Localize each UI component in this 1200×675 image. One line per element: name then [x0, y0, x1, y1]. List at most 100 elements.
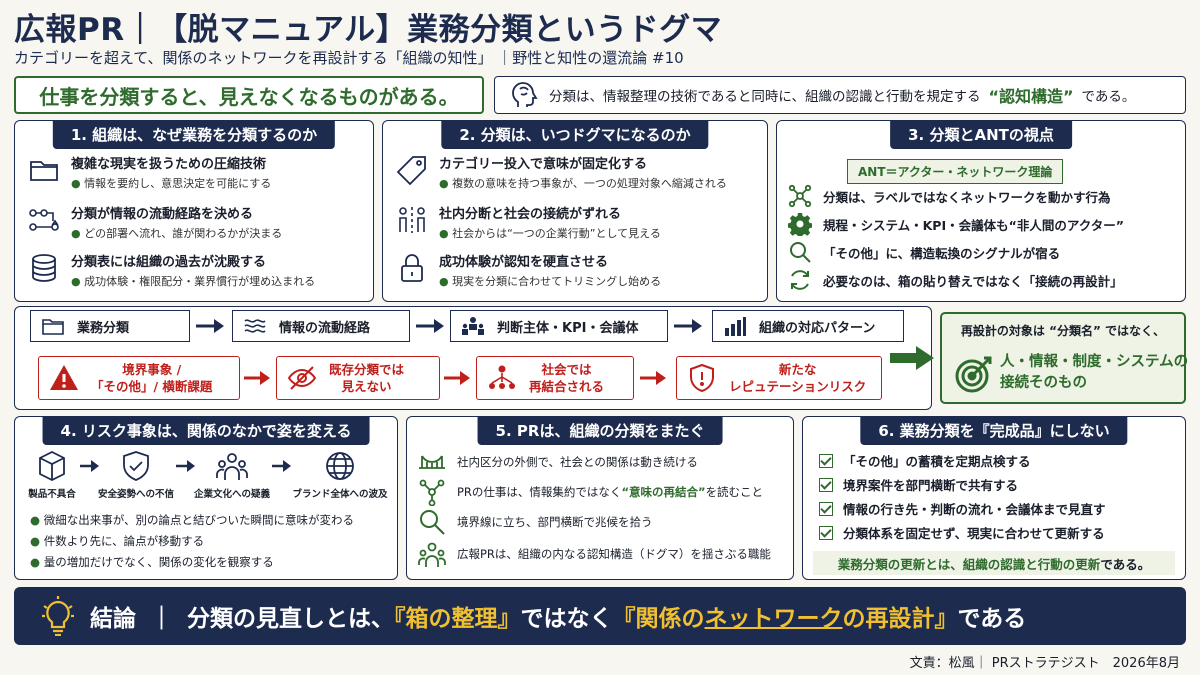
flow-step: 組織の対応パターン: [712, 310, 904, 342]
section-5-panel: 5. PRは、組織の分類をまたぐ 社内区分の外側で、社会との関係は動き続ける P…: [406, 416, 794, 580]
risk-bullet: ● 件数より先に、論点が移動する: [30, 534, 205, 548]
ant-item: 分類は、ラベルではなくネットワークを動かす行為: [787, 183, 1111, 209]
item-head: 社内分断と社会の接続がずれる: [439, 207, 622, 222]
group-icon: [216, 453, 248, 480]
checklist-item: 情報の行き先・判断の流れ・会議体まで見直す: [819, 499, 1106, 518]
section-2-item: 成功体験が認知を硬直させる● 現実を分類に合わせてトリミングし始める: [395, 251, 661, 289]
section-2-title: 2. 分類は、いつドグマになるのか: [441, 120, 709, 149]
ant-text: 「その他」に、構造転換のシグナルが宿る: [823, 245, 1061, 261]
section-4-title: 4. リスク事象は、関係のなかで姿を変える: [42, 416, 370, 445]
risk-chain-step: 製品不具合: [12, 450, 92, 500]
risk-chain-step: ブランド全体への波及: [288, 450, 392, 500]
page-title: 広報PR｜【脱マニュアル】業務分類というドグマ: [14, 12, 723, 48]
conclusion-bar: 結論 ｜ 分類の見直しとは、『箱の整理』ではなく『関係のネットワークの再設計』で…: [14, 587, 1186, 645]
pr-item: 社内区分の外側で、社会との関係は動き続ける: [417, 447, 698, 477]
network-icon: [787, 183, 813, 209]
shield-alert-icon: [690, 363, 714, 393]
result-line: 人・情報・制度・システムの: [1000, 354, 1189, 370]
ant-text: 規程・システム・KPI・会議体も“非人間のアクター”: [823, 217, 1124, 233]
arrow-right-icon: [416, 319, 444, 333]
section-6-panel: 6. 業務分類を『完成品』にしない 「その他」の蓄積を定期点検する 境界案件を部…: [802, 416, 1186, 580]
arrow-right-icon: [244, 371, 270, 385]
team-icon: [417, 539, 447, 569]
ant-item: 必要なのは、箱の貼り替えではなく「接続の再設計」: [787, 267, 1123, 293]
item-head: 分類表には組織の過去が沈殿する: [71, 255, 267, 270]
ant-label: ANT＝アクター・ネットワーク理論: [847, 159, 1064, 184]
checkbox-icon: [819, 477, 833, 492]
flow-step: 判断主体・KPI・会議体: [450, 310, 668, 342]
hierarchy-icon: [489, 365, 515, 389]
thesis-emphasis: “認知構造”: [988, 87, 1074, 106]
people-divide-icon: [395, 203, 429, 237]
arrow-right-icon: [674, 319, 702, 333]
section-6-title: 6. 業務分類を『完成品』にしない: [860, 416, 1128, 445]
warning-icon: [50, 365, 78, 390]
item-sub: 成功体験・権限配分・業界慣行が埋め込まれる: [84, 275, 316, 288]
section-3-title: 3. 分類とANTの視点: [890, 120, 1072, 149]
folder-icon: [27, 153, 61, 187]
section-1-panel: 1. 組織は、なぜ業務を分類するのか 複雑な現実を扱うための圧縮技術● 情報を要…: [14, 120, 374, 302]
target-icon: [955, 356, 992, 393]
thesis-banner: 分類は、情報整理の技術であると同時に、組織の認識と行動を規定する“認知構造”であ…: [494, 76, 1186, 114]
lightbulb-icon: [42, 596, 74, 636]
section-1-item: 分類が情報の流動経路を決める● どの部署へ流れ、誰が関わるかが決まる: [27, 203, 282, 241]
arrow-right-icon: [176, 460, 195, 472]
ant-item: 規程・システム・KPI・会議体も“非人間のアクター”: [787, 211, 1124, 237]
network-icon: [417, 477, 447, 507]
bridge-icon: [417, 447, 447, 477]
arrow-right-icon: [890, 346, 934, 370]
credit-line: 文責：松風｜ PRストラテジスト 2026年8月: [909, 656, 1180, 671]
ant-text: 分類は、ラベルではなくネットワークを動かす行為: [823, 189, 1111, 205]
conclusion-text: 分類の見直しとは、『箱の整理』ではなく『関係のネットワークの再設計』である: [187, 606, 1027, 632]
section-6-footer: 業務分類の更新とは、組織の認識と行動の更新である。: [813, 551, 1175, 575]
item-head: カテゴリー投入で意味が固定化する: [439, 157, 648, 172]
box-icon: [39, 450, 65, 482]
item-sub: 複数の意味を持つ事象が、一つの処理対象へ縮減される: [452, 177, 727, 190]
risk-step: 境界事象 /「その他」/ 横断課題: [38, 356, 240, 400]
checkbox-icon: [819, 453, 833, 468]
checkbox-icon: [819, 501, 833, 516]
gear-icon: [787, 211, 813, 237]
eye-off-icon: [287, 366, 317, 390]
globe-icon: [326, 452, 354, 480]
database-icon: [27, 251, 61, 285]
hook-banner: 仕事を分類すると、見えなくなるものがある。: [14, 76, 484, 114]
brain-icon: [507, 78, 541, 112]
section-1-item: 複雑な現実を扱うための圧縮技術● 情報を要約し、意思決定を可能にする: [27, 153, 271, 191]
risk-step: 新たなレピュテーションリスク: [676, 356, 882, 400]
page-subtitle: カテゴリーを超えて、関係のネットワークを再設計する「組織の知性」 ｜野性と知性の…: [14, 49, 684, 67]
checklist-item: 境界案件を部門横断で共有する: [819, 475, 1018, 494]
pr-item: 境界線に立ち、部門横断で兆候を拾う: [417, 507, 653, 537]
checkbox-icon: [819, 525, 833, 540]
checklist-item: 「その他」の蓄積を定期点検する: [819, 451, 1031, 470]
ant-text: 必要なのは、箱の貼り替えではなく「接続の再設計」: [823, 273, 1123, 289]
arrow-right-icon: [196, 319, 224, 333]
arrow-right-icon: [640, 371, 666, 385]
shield-check-icon: [123, 451, 149, 481]
arrow-right-icon: [272, 460, 291, 472]
risk-step: 既存分類では見えない: [276, 356, 440, 400]
section-2-panel: 2. 分類は、いつドグマになるのか カテゴリー投入で意味が固定化する● 複数の意…: [382, 120, 768, 302]
thesis-post: である。: [1081, 89, 1136, 105]
arrow-right-icon: [444, 371, 470, 385]
section-2-item: カテゴリー投入で意味が固定化する● 複数の意味を持つ事象が、一つの処理対象へ縮減…: [395, 153, 727, 191]
result-top: 再設計の対象は “分類名” ではなく、: [960, 324, 1166, 338]
arrow-right-icon: [80, 460, 99, 472]
section-5-title: 5. PRは、組織の分類をまたぐ: [477, 416, 723, 445]
risk-bullet: ● 量の増加だけでなく、関係の変化を観察する: [30, 555, 274, 569]
risk-chain-step: 安全姿勢への不信: [96, 450, 176, 500]
refresh-icon: [787, 267, 813, 293]
section-1-item: 分類表には組織の過去が沈殿する● 成功体験・権限配分・業界慣行が埋め込まれる: [27, 251, 315, 289]
flow-step: 情報の流動経路: [232, 310, 410, 342]
team-icon: [462, 317, 484, 335]
section-1-title: 1. 組織は、なぜ業務を分類するのか: [52, 120, 336, 149]
flow-icon: [27, 203, 61, 237]
item-head: 成功体験が認知を硬直させる: [439, 255, 609, 270]
risk-chain-step: 企業文化への疑義: [192, 450, 272, 500]
wave-icon: [244, 319, 266, 333]
risk-bullet: ● 微細な出来事が、別の論点と結びついた瞬間に意味が変わる: [30, 513, 354, 527]
item-head: 複雑な現実を扱うための圧縮技術: [71, 157, 267, 172]
checklist-item: 分類体系を固定せず、現実に合わせて更新する: [819, 523, 1105, 542]
magnifier-icon: [787, 239, 813, 265]
item-sub: 社会からは“一つの企業行動”として見える: [452, 227, 661, 240]
